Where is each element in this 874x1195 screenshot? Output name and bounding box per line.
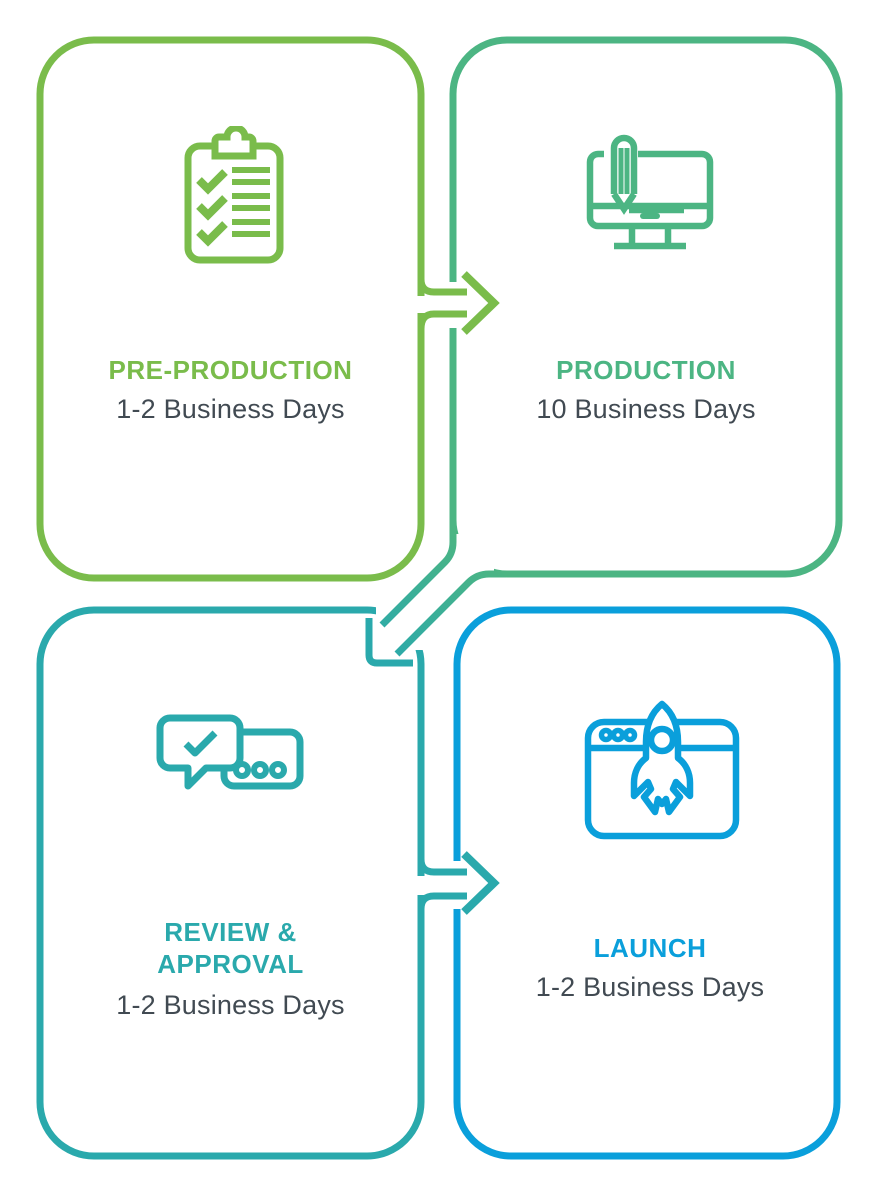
rocket-launch-icon bbox=[584, 700, 740, 840]
monitor-pencil-icon bbox=[586, 134, 714, 250]
step-title: REVIEW & APPROVAL bbox=[157, 917, 304, 979]
step-duration: 1-2 Business Days bbox=[116, 990, 345, 1020]
border-gap bbox=[412, 296, 430, 313]
step-duration: 1-2 Business Days bbox=[535, 972, 765, 1002]
step-duration: 1-2 Business Days bbox=[116, 394, 345, 424]
step-card-review-approval: REVIEW & APPROVAL 1-2 Business Days bbox=[40, 610, 421, 1156]
step-duration: 10 Business Days bbox=[536, 394, 756, 424]
step-card-pre-production: PRE-PRODUCTION 1-2 Business Days bbox=[40, 40, 421, 578]
step-title: PRE-PRODUCTION bbox=[108, 355, 353, 385]
chat-approval-icon bbox=[156, 714, 304, 790]
step-card-launch: LAUNCH 1-2 Business Days bbox=[457, 610, 843, 1156]
clipboard-checklist-icon bbox=[184, 126, 284, 264]
step-title: PRODUCTION bbox=[556, 355, 736, 385]
border-gap bbox=[412, 876, 430, 895]
step-title: LAUNCH bbox=[593, 933, 707, 963]
arrow-step1-to-step2-icon bbox=[417, 271, 500, 336]
arrow-step2-to-step3-icon bbox=[365, 520, 506, 667]
arrow-step3-to-step4-icon bbox=[417, 851, 500, 916]
step-card-production: PRODUCTION 10 Business Days bbox=[453, 40, 839, 574]
